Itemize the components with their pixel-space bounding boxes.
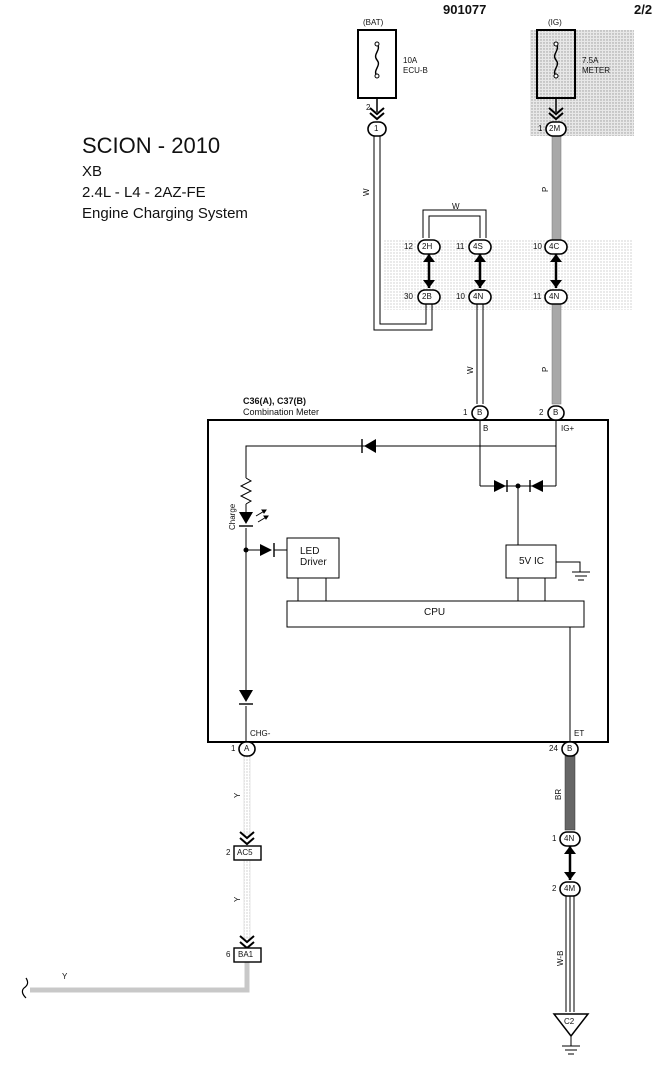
pin-label: 1 xyxy=(463,408,468,417)
connector-id: B xyxy=(567,744,573,753)
doc-number: 901077 xyxy=(443,2,487,17)
wire-color-label: W xyxy=(452,202,460,211)
connector-id: AC5 xyxy=(237,848,253,857)
connector-id: 4M xyxy=(564,884,576,893)
connector-id: A xyxy=(244,744,250,753)
bat-fuse-element xyxy=(374,43,380,77)
meter-connectors-label: C36(A), C37(B) xyxy=(243,396,307,406)
cpu-label: CPU xyxy=(424,607,446,618)
bat-fuse-box xyxy=(357,29,397,99)
connector-id: 4N xyxy=(564,834,575,843)
wire-color-label: W xyxy=(362,188,371,196)
led-driver-label: LED Driver xyxy=(300,546,327,568)
pin-label: 11 xyxy=(533,292,542,301)
connector-id: 4C xyxy=(549,242,560,251)
pin-label: 30 xyxy=(404,292,413,301)
pin-label: 10 xyxy=(456,292,465,301)
page-number: 2/2 xyxy=(634,2,653,17)
ig-source-label: (IG) xyxy=(548,18,562,27)
meter-terminal-ig: IG+ xyxy=(561,424,575,433)
vehicle-make-year: SCION - 2010 xyxy=(82,133,221,158)
pin-label: 2 xyxy=(226,848,231,857)
connector-id: 4N xyxy=(549,292,560,301)
connector-id: BA1 xyxy=(238,950,254,959)
pin-label: 1 xyxy=(231,744,236,753)
wire-color-label: Y xyxy=(62,972,68,981)
pin-label: 2 xyxy=(539,408,544,417)
pin-label: 1 xyxy=(538,124,543,133)
wire-color-label: Y xyxy=(233,896,242,902)
connector-id: 4S xyxy=(473,242,483,251)
ground-id: C2 xyxy=(564,1017,575,1026)
wire-color-label: W xyxy=(466,366,475,374)
wire-color-label: P xyxy=(541,186,550,192)
pin-label: 12 xyxy=(404,242,413,251)
connector-id: B xyxy=(477,408,483,417)
pink-wire-upper xyxy=(551,135,562,241)
ic-label: 5V IC xyxy=(519,556,545,567)
charge-lamp-label: Charge xyxy=(228,503,237,530)
meter-name: Combination Meter xyxy=(243,407,320,417)
ig-fuse-rating: 7.5A xyxy=(582,56,599,65)
pin-label: 2 xyxy=(552,884,557,893)
system-name: Engine Charging System xyxy=(82,205,248,222)
pin-label: 11 xyxy=(456,242,465,251)
wire-color-label: BR xyxy=(554,788,563,800)
bat-fuse-rating: 10A xyxy=(403,56,418,65)
wire-color-label: P xyxy=(541,366,550,372)
meter-terminal-b: B xyxy=(483,424,489,433)
meter-box xyxy=(207,419,609,743)
pin-label: 1 xyxy=(552,834,557,843)
pink-wire-lower xyxy=(551,303,562,405)
vehicle-model: XB xyxy=(82,163,103,180)
connector-id: 2B xyxy=(422,292,432,301)
brown-wire xyxy=(564,755,576,831)
wire-color-label: W-B xyxy=(556,950,565,966)
meter-terminal-et: ET xyxy=(574,729,585,738)
connector-id: 4N xyxy=(473,292,484,301)
connector-id: 2M xyxy=(549,124,561,133)
connector-id: B xyxy=(553,408,559,417)
ground-c2-triangle xyxy=(552,1013,590,1038)
connector-id: 2H xyxy=(422,242,433,251)
vehicle-engine: 2.4L - L4 - 2AZ-FE xyxy=(82,184,206,201)
bat-source-label: (BAT) xyxy=(363,18,384,27)
wire-color-label: Y xyxy=(233,792,242,798)
pin-label: 6 xyxy=(226,950,231,959)
bat-fuse-name: ECU-B xyxy=(403,66,428,75)
pin-label: 2 xyxy=(366,103,371,112)
connector-id: 1 xyxy=(374,124,379,133)
ig-fuse-element xyxy=(553,43,559,77)
pin-label: 24 xyxy=(549,744,558,753)
ig-shade-region xyxy=(530,30,634,136)
meter-terminal-chg: CHG- xyxy=(250,729,271,738)
pin-label: 10 xyxy=(533,242,542,251)
ig-fuse-name: METER xyxy=(582,66,610,75)
